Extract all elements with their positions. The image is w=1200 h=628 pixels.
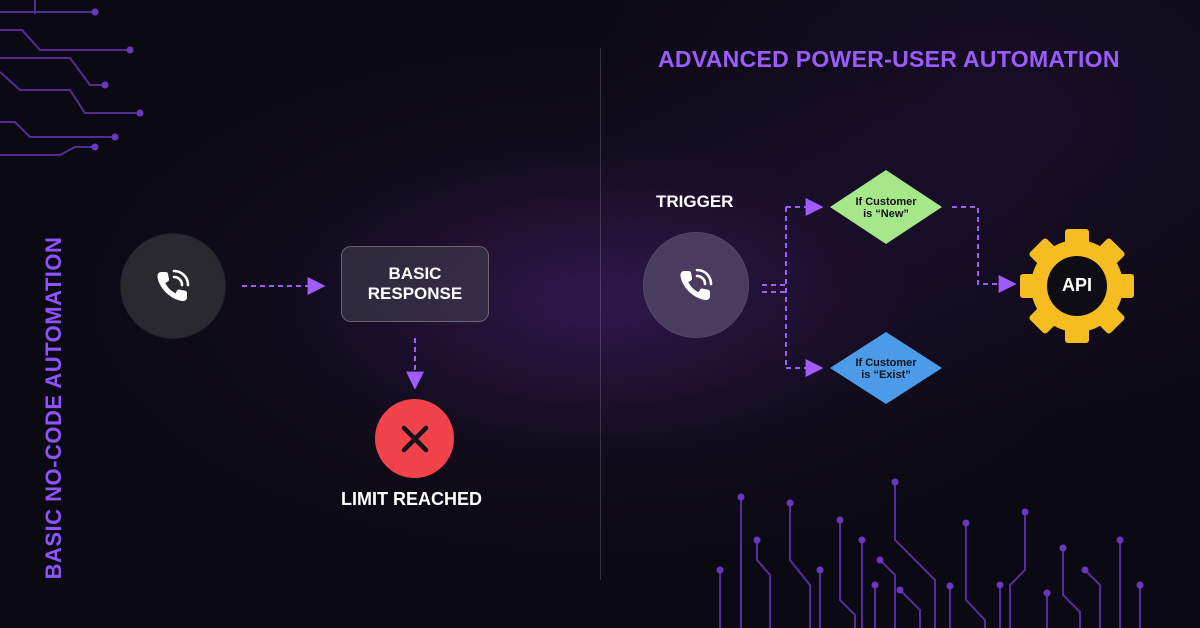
left-section-title: BASIC NO-CODE AUTOMATION xyxy=(41,236,66,580)
phone-call-icon xyxy=(680,268,713,301)
basic-response-line2: RESPONSE xyxy=(367,284,463,303)
trigger-label: TRIGGER xyxy=(656,192,734,211)
condition-new-line2: is “New” xyxy=(863,208,909,220)
phone-node-basic xyxy=(121,234,225,338)
close-icon xyxy=(401,425,428,452)
condition-exist-text: If Customer is “Exist” xyxy=(836,357,936,381)
basic-response-line1: BASIC xyxy=(388,264,442,283)
api-label: API xyxy=(1061,275,1092,295)
condition-exist-diamond xyxy=(830,332,942,404)
gear-icon xyxy=(1020,229,1134,343)
circuit-nodes-bottom-right xyxy=(716,478,1144,597)
condition-exist-line2: is “Exist” xyxy=(861,369,911,381)
condition-new-line1: If Customer xyxy=(855,196,917,208)
basic-response-box: BASIC RESPONSE xyxy=(341,246,489,322)
circuit-decoration-top-left xyxy=(0,0,140,156)
phone-call-icon xyxy=(157,269,190,302)
limit-reached-badge xyxy=(375,399,454,478)
circuit-decoration-bottom-right xyxy=(719,482,1141,628)
limit-reached-label: LIMIT REACHED xyxy=(341,489,482,509)
circuit-nodes-top-left xyxy=(91,8,144,151)
condition-new-text: If Customer is “New” xyxy=(836,196,936,220)
condition-exist-line1: If Customer xyxy=(855,357,917,369)
phone-node-trigger xyxy=(644,233,748,337)
right-section-title: ADVANCED POWER-USER AUTOMATION xyxy=(658,46,1120,72)
condition-new-diamond xyxy=(830,170,942,244)
trigger-branch-connectors xyxy=(762,198,1017,377)
section-divider xyxy=(600,48,601,580)
